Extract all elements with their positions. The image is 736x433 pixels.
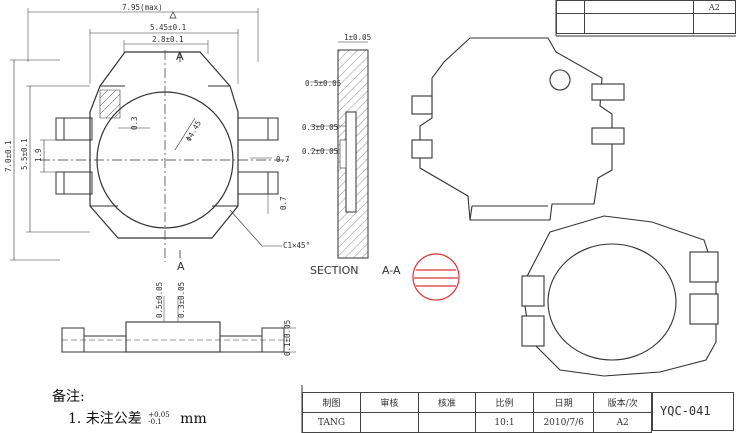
dim-right-1: 0.7: [276, 155, 290, 164]
right-pin-upper: [237, 117, 279, 141]
dim-height-1: 7.0±0.1: [4, 140, 13, 172]
dim-chamfer: C1×45°: [283, 241, 310, 250]
title-strip-revision: A2: [692, 0, 736, 14]
tb-header-approve: 核准: [417, 392, 477, 413]
notes-heading: 备注:: [52, 389, 85, 405]
notes-line-1: 1. 未注公差 +0.05 -0.1 mm: [68, 408, 207, 428]
dim-height-3: 1.9: [34, 148, 43, 162]
dim-height-2: 5.5±0.1: [20, 138, 29, 170]
tb-value-version: A2: [593, 412, 652, 433]
tb-value-scale: 10:1: [475, 412, 534, 433]
tolerance-unit: mm: [180, 411, 207, 427]
tb-header-version: 版本/次: [593, 392, 652, 413]
title-block: 制图 审核 核准 比例 日期 版本/次 TANG 10:1 2010/7/6 A…: [301, 392, 652, 433]
left-pin-upper: [55, 117, 93, 141]
right-pin-lower: [237, 171, 279, 195]
datum-triangle-icon: [169, 11, 177, 19]
dim-right-2: 0.7: [279, 196, 288, 210]
drawing-number-cell: [652, 392, 734, 431]
tb-header-date: 日期: [532, 392, 595, 413]
title-strip-cell-1: [555, 0, 586, 14]
section-stamp-icon: [412, 253, 460, 301]
side-view: [61, 296, 296, 353]
section-cut-label: A-A: [382, 264, 401, 277]
top-view: [10, 8, 290, 262]
tb-header-scale: 比例: [475, 392, 534, 413]
notes-line-1-text: 1. 未注公差: [68, 411, 142, 427]
section-dim-2: 0.3±0.05: [302, 123, 338, 132]
section-dim-3: 0.2±0.05: [302, 147, 338, 156]
dim-width-3: 2.8±0.1: [152, 35, 184, 44]
section-dim-1: 0.5±0.05: [305, 79, 341, 88]
section-mark-top: A: [176, 50, 184, 63]
tb-value-approve: [417, 412, 477, 433]
dim-overall-width: 7.95(max): [122, 3, 163, 12]
title-strip-cell-2: [584, 0, 694, 14]
tb-value-check: [360, 412, 419, 433]
tb-header-drawn: 制图: [301, 392, 362, 413]
tb-value-date: 2010/7/6: [532, 412, 595, 433]
isometric-view-lower: [521, 215, 719, 377]
top-view-body: [89, 51, 239, 239]
tolerance-plus: +0.05: [148, 411, 170, 419]
drawing-number: YQC-041: [660, 404, 711, 418]
side-dim-1: 0.5±0.05: [155, 282, 164, 318]
side-dim-2: 0.3±0.05: [177, 282, 186, 318]
section-mark-bottom: A: [177, 260, 185, 273]
tb-value-drawn: TANG: [301, 412, 362, 433]
dim-small: 0.3: [130, 116, 139, 130]
section-label: SECTION: [310, 264, 358, 277]
left-pin-lower: [55, 171, 93, 195]
title-strip-top: A2: [555, 0, 736, 34]
tb-header-check: 审核: [360, 392, 419, 413]
dim-width-2: 5.45±0.1: [150, 23, 186, 32]
tolerance-minus: -0.1: [148, 418, 162, 426]
section-view: [310, 41, 369, 259]
section-thickness: 1±0.05: [344, 33, 371, 42]
isometric-view-upper: [411, 37, 625, 221]
side-dim-3: 0.1±0.05: [283, 320, 292, 356]
